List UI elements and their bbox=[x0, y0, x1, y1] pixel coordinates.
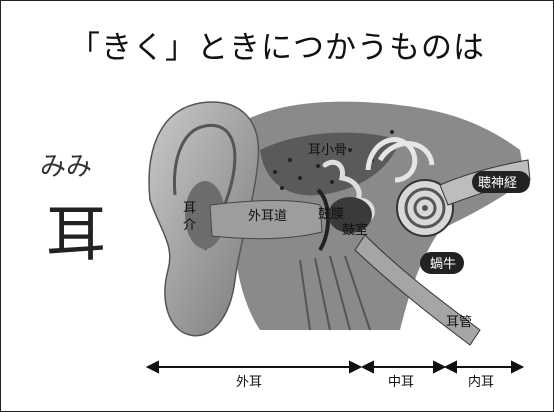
slide-title: 「きく」ときにつかうものは bbox=[69, 30, 485, 66]
ear-kanji: 耳 bbox=[46, 200, 106, 270]
bone-pores bbox=[273, 130, 394, 190]
outer-ear-canal bbox=[209, 199, 323, 240]
label-ossicles: 耳小骨 bbox=[308, 143, 347, 158]
region-outer-ear: 外耳 bbox=[236, 375, 262, 390]
region-arrows bbox=[145, 360, 525, 374]
label-eardrum: 鼓膜 bbox=[318, 207, 344, 222]
label-auditory-nerve: 聴神経 bbox=[478, 176, 517, 191]
cochlea-shape bbox=[396, 179, 454, 237]
eustachian-tube-shape bbox=[354, 234, 481, 346]
tympanic-cavity-shape bbox=[328, 197, 372, 233]
region-inner-ear: 内耳 bbox=[468, 374, 494, 390]
region-middle-ear: 中耳 bbox=[388, 375, 414, 390]
label-tympanic-cavity: 鼓室 bbox=[342, 222, 368, 238]
eardrum-shape bbox=[316, 188, 331, 252]
label-eustachian-tube: 耳管 bbox=[446, 315, 472, 330]
ossicles-shape bbox=[322, 159, 375, 221]
label-auricle-1: 耳 bbox=[183, 201, 196, 216]
label-auricle-2: 介 bbox=[183, 218, 196, 233]
label-outer-canal: 外耳道 bbox=[248, 209, 287, 224]
ear-reading-hiragana: みみ bbox=[40, 152, 93, 182]
lower-tissue bbox=[299, 255, 371, 331]
nerve-label-bg bbox=[472, 171, 530, 193]
cochlea-label-bg bbox=[420, 252, 464, 274]
label-cochlea: 蝸牛 bbox=[430, 257, 456, 272]
semicircular-canals bbox=[365, 137, 435, 183]
